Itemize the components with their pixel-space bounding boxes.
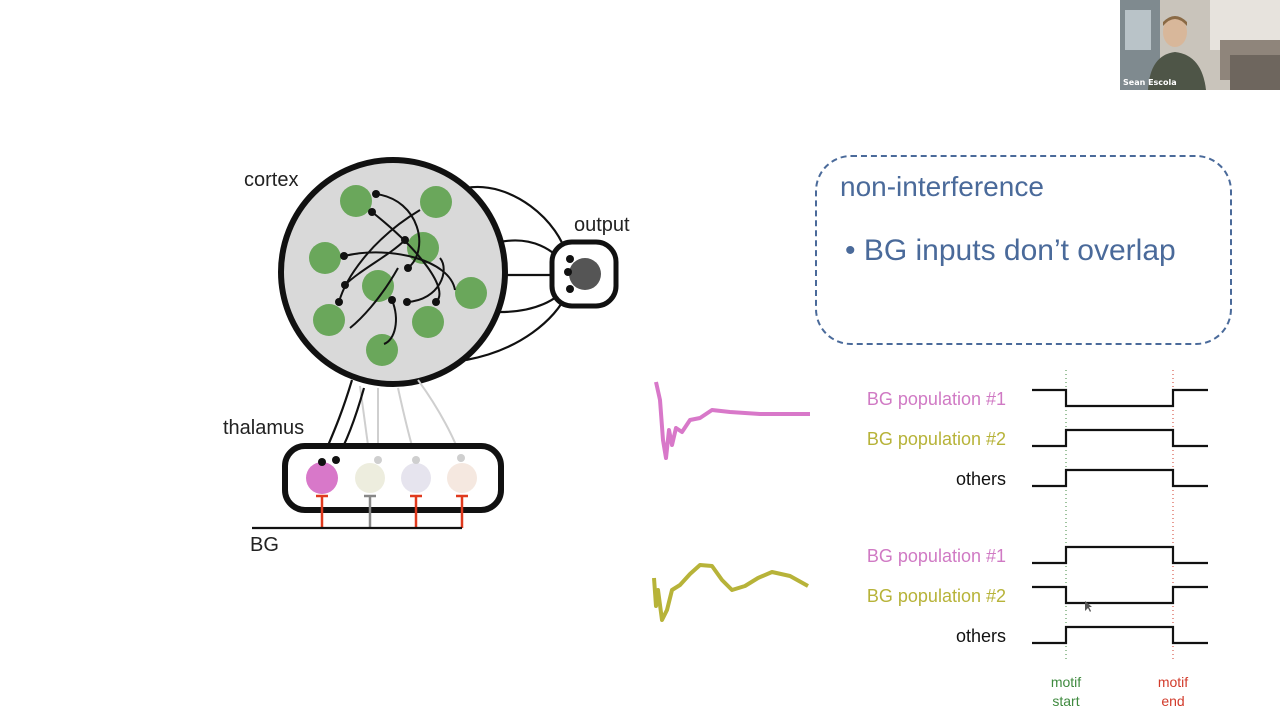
g1-others-label: others	[955, 469, 1006, 489]
mouse-cursor-icon	[1085, 601, 1092, 612]
neuron	[420, 186, 452, 218]
output-node	[569, 258, 601, 290]
recurrent-connections	[338, 193, 456, 345]
thalamus-neuron-faded	[447, 463, 477, 493]
callout-bullet: • BG inputs don’t overlap	[845, 234, 1176, 267]
cortex-label: cortex	[244, 169, 299, 191]
motif-start-label: motif start	[1050, 674, 1082, 709]
neuron	[309, 242, 341, 274]
webcam-thumbnail: Sean Escola	[1120, 0, 1280, 90]
g1-pop1-label: BG population #1	[866, 389, 1006, 409]
neuron	[362, 270, 394, 302]
output-label: output	[574, 214, 630, 236]
olive-trace	[652, 563, 809, 622]
cortex-neurons	[309, 185, 487, 366]
g2-others-label: others	[955, 626, 1006, 646]
neuron	[366, 334, 398, 366]
g2-pop1-label: BG population #1	[866, 546, 1006, 566]
g1-pop2-label: BG population #2	[866, 429, 1006, 449]
participant-name: Sean Escola	[1123, 78, 1177, 87]
callout-box	[815, 155, 1232, 345]
bg-label: BG	[250, 534, 279, 556]
neuron	[407, 232, 439, 264]
bg-terminals	[316, 494, 468, 528]
step-traces	[1032, 388, 1208, 645]
neuron	[313, 304, 345, 336]
webcam-video	[1120, 0, 1280, 90]
thalamus-neuron-pink	[306, 462, 338, 494]
neuron	[340, 185, 372, 217]
neuron	[412, 306, 444, 338]
thalamus-label: thalamus	[223, 417, 305, 439]
synapse-dots	[335, 190, 440, 306]
callout-title: non-interference	[840, 171, 1044, 202]
g2-pop2-label: BG population #2	[866, 586, 1006, 606]
neuron	[455, 277, 487, 309]
thalamus-neuron-faded	[355, 463, 385, 493]
pink-trace	[654, 381, 810, 460]
motif-end-label: motif end	[1157, 674, 1189, 709]
thalamus-neuron-faded	[401, 463, 431, 493]
